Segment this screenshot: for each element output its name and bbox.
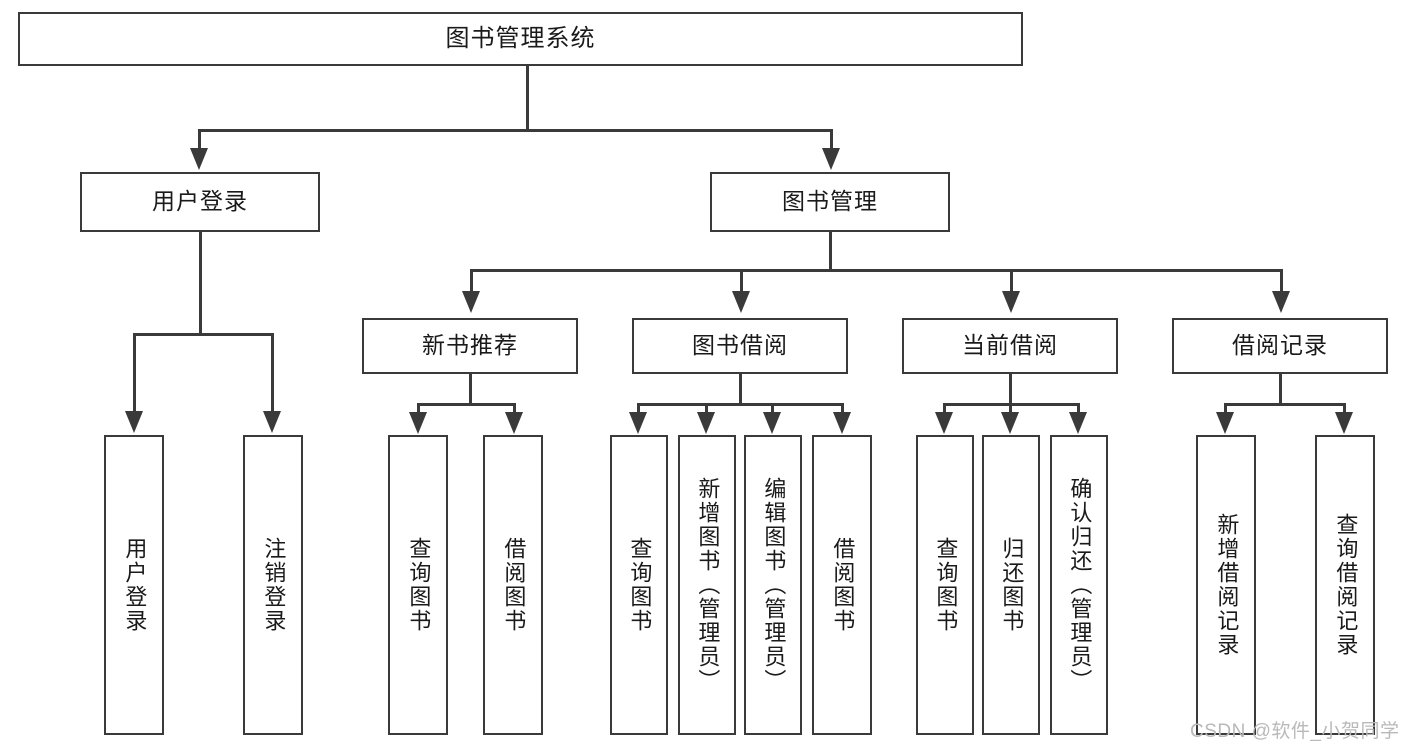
edge-user-login-stem	[199, 232, 202, 336]
node-label: 确认归还（管理员）	[1067, 477, 1093, 693]
arrow-bm-to-current-borrow	[1002, 291, 1020, 313]
arrow-bm-to-borrow-records	[1272, 291, 1290, 313]
arrow-root-to-user-login	[190, 148, 208, 170]
node-leaf-return-books[interactable]: 归还图书	[982, 435, 1040, 735]
arrow-nbr-to-query-books	[409, 412, 427, 434]
arrow-user-login-to-leaf-login	[125, 411, 143, 433]
arrow-root-to-book-management	[822, 148, 840, 170]
edge-book-management-bus	[470, 269, 1282, 272]
arrow-bb-to-add-book	[697, 412, 715, 434]
edge-user-login-to-leaf-logout	[271, 333, 274, 413]
edge-root-bus	[198, 129, 832, 132]
edge-nbr-bus	[417, 403, 516, 406]
node-leaf-add-borrow-record[interactable]: 新增借阅记录	[1196, 435, 1256, 735]
edge-cb-stem	[1009, 374, 1012, 405]
node-label: 图书管理系统	[445, 24, 596, 52]
edge-bb-to-edit-book	[771, 403, 774, 415]
node-label: 图书管理	[782, 188, 878, 215]
arrow-cb-to-query-books	[935, 412, 953, 434]
edge-cb-to-confirm-return	[1077, 403, 1080, 415]
node-leaf-borrow-books[interactable]: 借阅图书	[812, 435, 872, 735]
csdn-watermark: CSDN @软件_小贺同学	[1190, 721, 1400, 742]
edge-bb-to-add-book	[705, 403, 708, 415]
arrow-cb-to-confirm-return	[1069, 412, 1087, 434]
edge-br-stem	[1279, 374, 1282, 405]
arrow-br-to-add-record	[1216, 412, 1234, 434]
node-label: 查询图书	[406, 537, 432, 633]
edge-br-to-add-record	[1224, 403, 1227, 415]
edge-bm-to-borrow-records	[1280, 269, 1283, 293]
node-label: 归还图书	[999, 537, 1025, 633]
node-leaf-logout[interactable]: 注销登录	[243, 435, 303, 735]
node-borrow-records[interactable]: 借阅记录	[1172, 318, 1388, 374]
node-new-book-recommend[interactable]: 新书推荐	[362, 318, 578, 374]
arrow-bb-to-borrow-books	[833, 412, 851, 434]
node-leaf-borrow-books-recommend[interactable]: 借阅图书	[483, 435, 543, 735]
edge-book-management-stem	[829, 232, 832, 272]
node-label: 查询图书	[933, 537, 959, 633]
node-book-management[interactable]: 图书管理	[710, 172, 950, 232]
arrow-bb-to-edit-book	[763, 412, 781, 434]
edge-nbr-to-query-books	[417, 403, 420, 415]
node-leaf-user-login[interactable]: 用户登录	[104, 435, 164, 735]
edge-cb-to-query-books	[943, 403, 946, 415]
arrow-bm-to-book-borrow	[732, 291, 750, 313]
node-label: 借阅图书	[830, 537, 856, 633]
node-leaf-confirm-return-admin[interactable]: 确认归还（管理员）	[1050, 435, 1108, 735]
edge-nbr-to-borrow-books	[513, 403, 516, 415]
arrow-user-login-to-leaf-logout	[263, 411, 281, 433]
edge-cb-to-return-books	[1009, 403, 1012, 415]
arrow-bb-to-query-books	[629, 412, 647, 434]
node-leaf-query-books-borrow[interactable]: 查询图书	[610, 435, 668, 735]
node-user-login[interactable]: 用户登录	[80, 172, 320, 232]
node-leaf-add-book-admin[interactable]: 新增图书（管理员）	[678, 435, 736, 735]
node-label: 查询借阅记录	[1333, 513, 1359, 657]
edge-user-login-bus	[133, 333, 273, 336]
node-leaf-query-borrow-record[interactable]: 查询借阅记录	[1315, 435, 1375, 735]
node-label: 当前借阅	[962, 332, 1058, 359]
edge-root-to-user-login	[198, 129, 201, 151]
edge-bb-stem	[739, 374, 742, 405]
node-book-borrow[interactable]: 图书借阅	[632, 318, 848, 374]
node-label: 新书推荐	[422, 332, 518, 359]
node-label: 注销登录	[261, 537, 287, 633]
node-label: 用户登录	[122, 537, 148, 633]
node-label: 新增借阅记录	[1214, 513, 1240, 657]
node-book-management-system[interactable]: 图书管理系统	[18, 12, 1023, 66]
arrow-nbr-to-borrow-books	[505, 412, 523, 434]
edge-user-login-to-leaf-login	[133, 333, 136, 413]
node-leaf-query-books-recommend[interactable]: 查询图书	[388, 435, 448, 735]
node-current-borrow[interactable]: 当前借阅	[902, 318, 1118, 374]
arrow-cb-to-return-books	[1001, 412, 1019, 434]
node-label: 借阅记录	[1232, 332, 1328, 359]
edge-root-to-book-management	[830, 129, 833, 151]
node-label: 查询图书	[627, 537, 653, 633]
node-leaf-query-books-current[interactable]: 查询图书	[916, 435, 974, 735]
edge-bm-to-new-book-recommend	[470, 269, 473, 293]
edge-bb-bus	[637, 403, 842, 406]
node-label: 编辑图书（管理员）	[761, 477, 787, 693]
arrow-bm-to-new-book-recommend	[462, 291, 480, 313]
node-label: 借阅图书	[501, 537, 527, 633]
edge-root-stem	[526, 66, 529, 131]
edge-br-to-query-record	[1343, 403, 1346, 415]
node-label: 新增图书（管理员）	[695, 477, 721, 693]
node-label: 用户登录	[152, 188, 248, 215]
edge-bm-to-book-borrow	[740, 269, 743, 293]
edge-nbr-stem	[469, 374, 472, 405]
edge-bm-to-current-borrow	[1010, 269, 1013, 293]
edge-br-bus	[1224, 403, 1346, 406]
edge-bb-to-query-books	[637, 403, 640, 415]
arrow-br-to-query-record	[1335, 412, 1353, 434]
node-label: 图书借阅	[692, 332, 788, 359]
node-leaf-edit-book-admin[interactable]: 编辑图书（管理员）	[744, 435, 802, 735]
edge-bb-to-borrow-books	[841, 403, 844, 415]
